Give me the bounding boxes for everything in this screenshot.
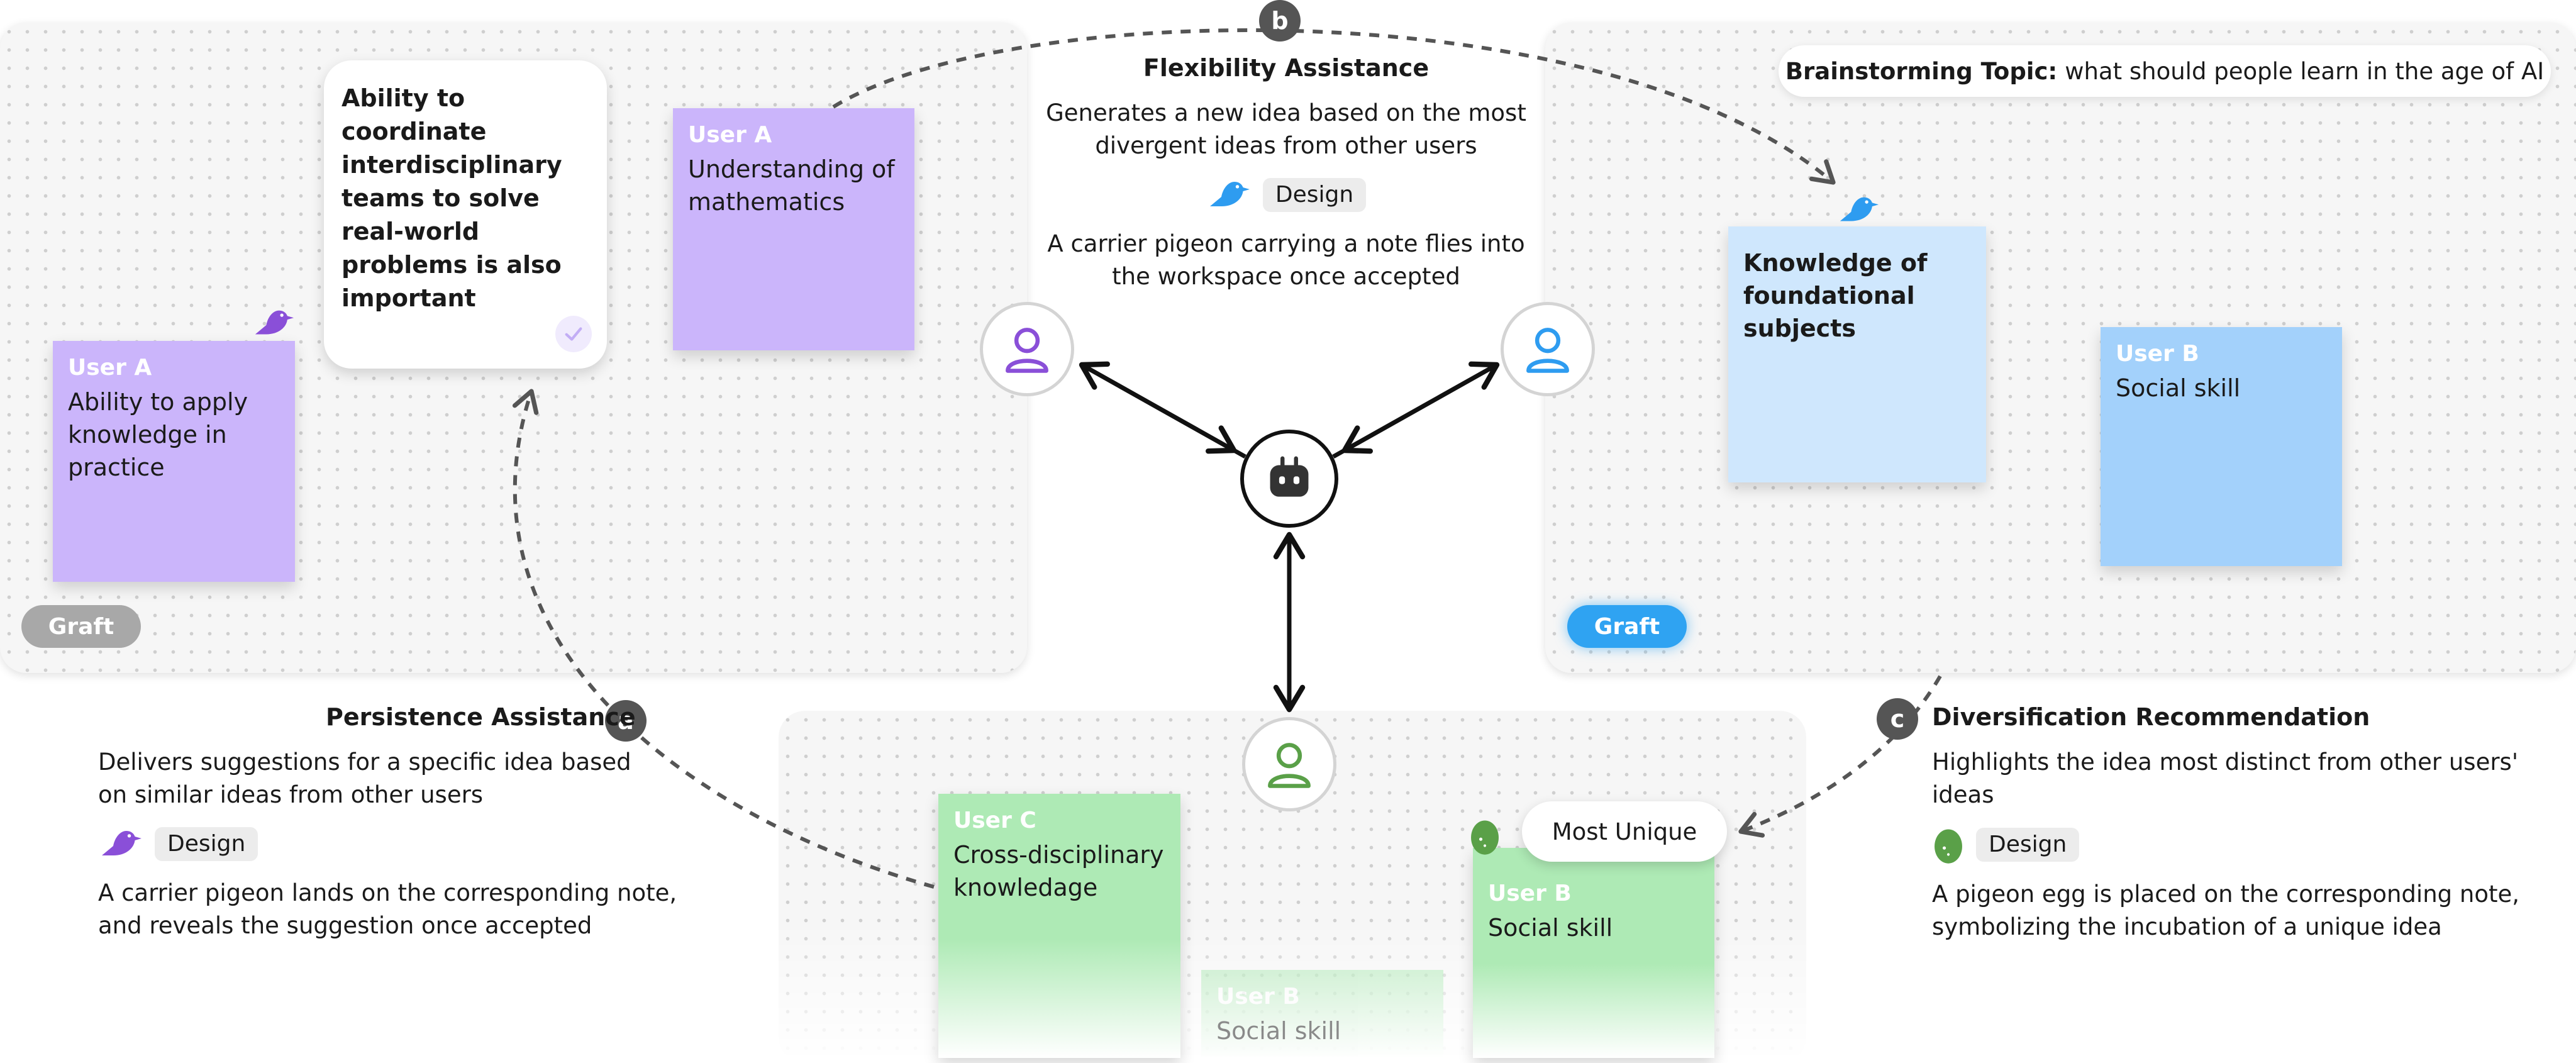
- diversification-title: Diversification Recommendation: [1932, 703, 2370, 731]
- diversification-recommendation-block: Diversification Recommendation Highlight…: [1932, 703, 2561, 943]
- note-author: User A: [688, 122, 772, 148]
- right-workspace-panel: [1545, 23, 2576, 673]
- design-tag: Design: [155, 827, 258, 861]
- badge-b: b: [1259, 0, 1301, 42]
- sticky-note[interactable]: User C Cross-disciplinary knowledage: [938, 794, 1180, 1058]
- sticky-note[interactable]: User B Social skill: [1473, 848, 1714, 1058]
- note-text: Understanding of mathematics: [688, 155, 895, 216]
- user-a-avatar-icon: [980, 302, 1074, 396]
- sticky-note[interactable]: User A Understanding of mathematics: [673, 108, 914, 350]
- pigeon-icon: [1209, 182, 1250, 206]
- flexibility-title: Flexibility Assistance: [1143, 54, 1430, 82]
- topic-label: Brainstorming Topic:: [1785, 57, 2058, 85]
- pigeon-egg-icon: [1471, 820, 1499, 855]
- note-text: Knowledge of foundational subjects: [1743, 249, 1928, 342]
- note-author: User B: [1488, 881, 1572, 906]
- note-author: User B: [2116, 341, 2199, 367]
- suggestion-card-text: Ability to coordinate interdisciplinary …: [341, 84, 562, 312]
- flexibility-desc: Generates a new idea based on the most d…: [1046, 99, 1526, 159]
- user-b-avatar-icon: [1501, 302, 1595, 396]
- persistence-detail: A carrier pigeon lands on the correspond…: [98, 879, 677, 939]
- ai-robot-icon: [1240, 430, 1338, 528]
- brainstorming-topic: Brainstorming Topic: what should people …: [1779, 45, 2551, 97]
- note-text: Social skill: [1216, 1017, 1341, 1045]
- design-tag: Design: [1262, 178, 1367, 212]
- diversification-design-row: Design: [1932, 825, 2561, 864]
- flexibility-assistance-block: Flexibility Assistance Generates a new i…: [1044, 54, 1528, 293]
- note-text: Social skill: [1488, 914, 1613, 942]
- graft-button[interactable]: Graft: [1567, 605, 1687, 648]
- pigeon-icon: [255, 310, 294, 335]
- note-text: Ability to apply knowledge in practice: [68, 388, 248, 481]
- note-text: Social skill: [2116, 374, 2241, 402]
- flexibility-arc: [832, 28, 1836, 185]
- flexibility-detail: A carrier pigeon carrying a note flies i…: [1047, 230, 1525, 290]
- badge-a: a: [605, 700, 647, 742]
- sticky-note[interactable]: User B Social skill: [2101, 327, 2342, 566]
- badge-c: c: [1877, 698, 1918, 740]
- graft-button[interactable]: Graft: [21, 605, 141, 648]
- robot-left-arrow-back: [1080, 362, 1237, 454]
- accept-check-icon[interactable]: [555, 316, 592, 352]
- pigeon-egg-icon: [1935, 829, 1962, 864]
- flexibility-design-row: Design: [1044, 176, 1528, 214]
- diversification-arc: [1738, 675, 1942, 838]
- suggestion-card[interactable]: Ability to coordinate interdisciplinary …: [324, 60, 607, 369]
- note-author: User C: [953, 808, 1036, 833]
- persistence-desc: Delivers suggestions for a specific idea…: [98, 749, 631, 808]
- note-author: User B: [1216, 984, 1300, 1010]
- note-text: Cross-disciplinary knowledage: [953, 841, 1164, 901]
- note-author: User A: [68, 355, 152, 381]
- sticky-note[interactable]: Knowledge of foundational subjects: [1728, 226, 1986, 482]
- pigeon-icon: [1840, 197, 1879, 221]
- most-unique-label: Most Unique: [1522, 801, 1727, 862]
- robot-right-arrow-back: [1341, 362, 1498, 454]
- design-tag: Design: [1976, 828, 2080, 862]
- persistence-title: Persistence Assistance: [326, 703, 636, 731]
- persistence-arc: [512, 389, 935, 889]
- sticky-note[interactable]: User A Ability to apply knowledge in pra…: [53, 341, 295, 582]
- diversification-detail: A pigeon egg is placed on the correspond…: [1932, 881, 2520, 940]
- topic-text: what should people learn in the age of A…: [2065, 57, 2545, 85]
- persistence-design-row: Design: [98, 825, 683, 863]
- pigeon-icon: [102, 831, 142, 855]
- persistence-assistance-block: Persistence Assistance Delivers suggesti…: [98, 703, 683, 942]
- diversification-desc: Highlights the idea most distinct from o…: [1932, 749, 2518, 808]
- user-c-avatar-icon: [1242, 717, 1336, 811]
